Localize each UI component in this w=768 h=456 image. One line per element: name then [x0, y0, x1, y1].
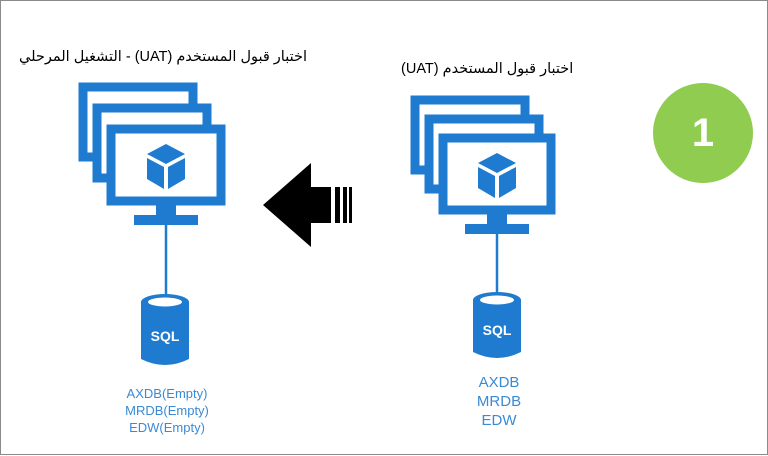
left-sql-database-icon: SQL [141, 294, 189, 365]
right-environment-title: اختبار قبول المستخدم (UAT) [401, 61, 574, 77]
migration-arrow-icon [263, 163, 352, 247]
right-db-mrdb: MRDB [476, 393, 522, 410]
left-database-list: AXDB(Empty) MRDB(Empty) EDW(Empty) [107, 385, 227, 436]
step-number-badge: 1 [653, 83, 753, 183]
left-cube-icon [147, 144, 185, 189]
left-environment-title: اختبار قبول المستخدم (UAT) - التشغيل الم… [19, 49, 307, 65]
right-sql-label: SQL [483, 322, 512, 338]
right-cube-icon [478, 153, 516, 198]
right-db-edw: EDW [481, 412, 517, 429]
left-db-axdb: AXDB(Empty) [126, 386, 208, 401]
left-sql-label: SQL [151, 328, 180, 344]
right-database-list: AXDB MRDB EDW [439, 373, 559, 430]
left-db-edw: EDW(Empty) [129, 420, 205, 435]
right-db-axdb: AXDB [478, 374, 520, 391]
left-db-mrdb: MRDB(Empty) [125, 403, 209, 418]
right-server-stack-icon [410, 95, 556, 293]
right-sql-database-icon: SQL [473, 292, 521, 358]
left-server-stack-icon [78, 82, 226, 295]
